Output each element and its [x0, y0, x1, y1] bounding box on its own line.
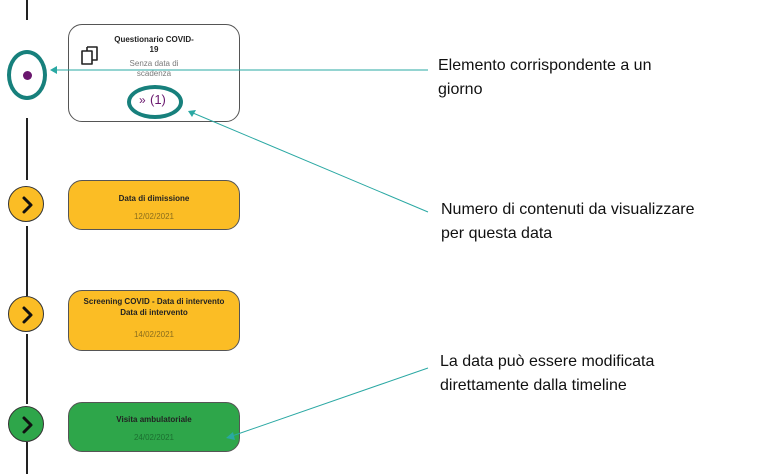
chevron-right-icon	[22, 196, 33, 214]
card-title-line2: Data di intervento	[120, 308, 188, 317]
card-title: Data di dimissione	[118, 194, 190, 203]
card-date[interactable]: 24/02/2021	[133, 433, 175, 442]
card-title: Questionario COVID-	[114, 35, 194, 44]
card-subtitle: Senza data di	[129, 59, 179, 68]
annotation-text: Numero di contenuti da visualizzare	[441, 201, 695, 218]
annotation-text: giorno	[438, 81, 483, 98]
annotation-text: direttamente dalla timeline	[440, 377, 627, 394]
annotation-content-count: Numero di contenuti da visualizzare per …	[441, 198, 694, 246]
timeline-line	[26, 0, 28, 20]
double-chevron-down-icon: »	[139, 93, 146, 107]
copy-documents-icon	[79, 45, 101, 67]
card-title: Visita ambulatoriale	[116, 415, 192, 424]
chevron-right-icon	[22, 306, 33, 324]
day-dot	[23, 71, 32, 80]
card-date[interactable]: 12/02/2021	[133, 212, 175, 221]
annotation-day-element: Elemento corrispondente a un giorno	[438, 54, 651, 102]
expand-content-button[interactable]: » (1)	[127, 85, 183, 119]
card-subtitle-line2: scadenza	[136, 69, 172, 78]
annotation-edit-date: La data può essere modificata direttamen…	[440, 350, 654, 398]
expand-node-button[interactable]	[8, 406, 44, 442]
annotation-text: Elemento corrispondente a un	[438, 57, 652, 74]
day-marker[interactable]	[7, 50, 47, 100]
timeline-event-card[interactable]: Screening COVID - Data di intervento Dat…	[68, 290, 240, 351]
timeline-line	[26, 118, 28, 180]
card-title: Screening COVID - Data di intervento	[83, 297, 225, 306]
card-title-line2: 19	[149, 45, 159, 54]
timeline-event-card[interactable]: Visita ambulatoriale 24/02/2021	[68, 402, 240, 452]
chevron-right-icon	[22, 416, 33, 434]
content-count: (1)	[150, 92, 166, 107]
expand-node-button[interactable]	[8, 186, 44, 222]
annotation-text: La data può essere modificata	[440, 353, 655, 370]
questionnaire-card[interactable]: Questionario COVID- 19 Senza data di sca…	[68, 24, 240, 122]
timeline-line	[26, 334, 28, 404]
arrow-head	[50, 66, 57, 74]
timeline-line	[26, 442, 28, 474]
expand-node-button[interactable]	[8, 296, 44, 332]
timeline-line	[26, 226, 28, 296]
annotation-text: per questa data	[441, 225, 553, 242]
timeline-event-card[interactable]: Data di dimissione 12/02/2021	[68, 180, 240, 230]
annotation-connector	[231, 367, 429, 437]
card-date[interactable]: 14/02/2021	[133, 330, 175, 339]
